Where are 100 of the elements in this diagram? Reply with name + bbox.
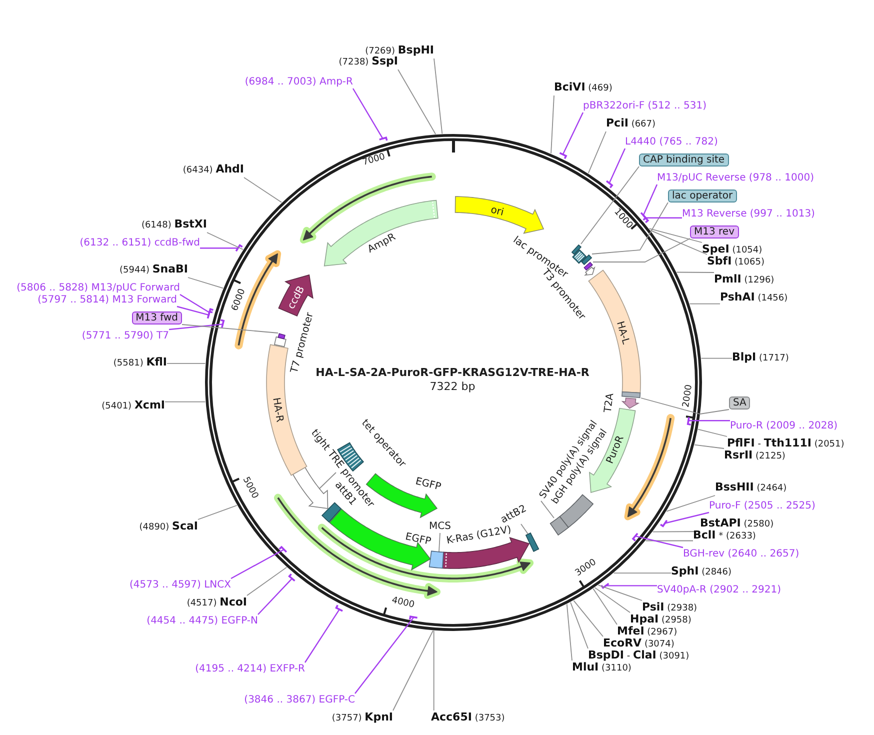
leader-line bbox=[392, 630, 434, 711]
feature-label: HA-L bbox=[612, 320, 631, 346]
site-label: PflFI - Tth111I (2051) bbox=[727, 436, 844, 452]
site-label: EcoRV (3074) bbox=[603, 636, 674, 652]
leader-line bbox=[580, 166, 640, 244]
primer-label: (5797 .. 5814) M13 Forward bbox=[38, 294, 177, 306]
leader-line bbox=[182, 324, 278, 334]
site-label: (7238) SspI bbox=[338, 54, 398, 70]
leader-line bbox=[606, 585, 657, 586]
leader-line bbox=[648, 228, 702, 243]
leader-line bbox=[244, 177, 282, 203]
leader-line bbox=[608, 148, 626, 184]
feature-tag: M13 fwd bbox=[132, 312, 182, 324]
leader-line bbox=[520, 524, 528, 534]
site-label: (5944) SnaBI bbox=[120, 262, 188, 278]
leader-line bbox=[168, 324, 223, 330]
leader-line bbox=[592, 588, 618, 625]
leader-line bbox=[645, 540, 694, 542]
scale-label: 4000 bbox=[390, 594, 416, 612]
feature-block bbox=[525, 532, 539, 552]
leader-line bbox=[198, 504, 238, 520]
feature-block bbox=[584, 262, 593, 271]
scale-label: 6000 bbox=[229, 287, 248, 313]
site-label: BspDI - ClaI (3091) bbox=[588, 648, 690, 664]
leader-line bbox=[550, 95, 554, 154]
leader-line bbox=[646, 217, 682, 218]
site-label: PsiI (2938) bbox=[642, 600, 698, 616]
primer-label: pBR322ori-F (512 .. 531) bbox=[583, 100, 706, 112]
feature-tag: M13 rev bbox=[690, 226, 738, 238]
leader-line bbox=[304, 609, 340, 663]
feature-label: ori bbox=[488, 204, 504, 220]
leader-line bbox=[570, 602, 588, 649]
feature-block bbox=[588, 270, 641, 393]
leader-line bbox=[352, 88, 384, 139]
site-label: SbfI (1065) bbox=[707, 254, 764, 270]
leader-line bbox=[398, 69, 436, 135]
leader-line bbox=[698, 428, 728, 437]
site-label: SpeI (1054) bbox=[702, 242, 762, 258]
leader-line bbox=[640, 398, 730, 414]
primer-label: M13/pUC Reverse (978 .. 1000) bbox=[657, 172, 814, 184]
feature-label: T7 promoter bbox=[289, 312, 316, 375]
feature-segment bbox=[455, 196, 544, 234]
leader-line bbox=[540, 500, 554, 518]
primer-label: (3846 .. 3867) EGFP-C bbox=[244, 694, 355, 706]
feature-tag: lac operator bbox=[668, 190, 737, 202]
primer-label: (5806 .. 5828) M13/pUC Forward bbox=[16, 282, 180, 294]
site-label: BssHII (2464) bbox=[715, 480, 787, 496]
primer-label: (4454 .. 4475) EGFP-N bbox=[146, 614, 258, 628]
promoter-segment bbox=[585, 267, 595, 276]
leader-line bbox=[434, 58, 443, 134]
primer-label: L4440 (765 .. 782) bbox=[625, 136, 718, 148]
leader-line bbox=[433, 630, 434, 711]
leader-line bbox=[588, 131, 606, 174]
site-label: PciI (667) bbox=[606, 116, 656, 132]
leader-line bbox=[258, 578, 292, 615]
site-label: HpaI (2958) bbox=[630, 612, 692, 628]
primer-label: Puro-F (2505 .. 2525) bbox=[709, 500, 816, 512]
site-label: (6148) BstXI bbox=[141, 218, 207, 232]
feature-block bbox=[550, 516, 569, 536]
leader-line bbox=[164, 401, 206, 402]
site-label: Acc65I (3753) bbox=[431, 710, 505, 726]
feature-label: EGFP bbox=[414, 476, 442, 494]
site-label: (5581) KflI bbox=[113, 356, 167, 370]
site-label: (4890) ScaI bbox=[139, 520, 198, 534]
feature-segment bbox=[622, 397, 639, 409]
site-label: MfeI (2967) bbox=[617, 624, 678, 640]
site-label: MluI (3110) bbox=[572, 660, 632, 676]
primer-label: Puro-R (2009 .. 2028) bbox=[730, 420, 838, 432]
scale-label: 7000 bbox=[361, 151, 387, 169]
feature-block bbox=[581, 254, 592, 265]
site-label: PmlI (1296) bbox=[714, 272, 774, 288]
leader-line bbox=[176, 306, 209, 316]
scale-label: 2000 bbox=[680, 384, 696, 408]
leader-line bbox=[566, 604, 572, 661]
leader-line bbox=[573, 600, 604, 637]
leader-line bbox=[166, 362, 206, 364]
leader-line bbox=[642, 184, 658, 216]
feature-block bbox=[571, 244, 581, 255]
leader-line bbox=[635, 536, 684, 548]
leader-line bbox=[354, 616, 414, 694]
leader-line bbox=[613, 572, 672, 574]
feature-block bbox=[278, 333, 285, 339]
leader-line bbox=[230, 549, 284, 580]
feature-label: T2A bbox=[602, 392, 618, 414]
site-label: PshAI (1456) bbox=[720, 290, 788, 306]
leader-line bbox=[666, 495, 716, 512]
site-label: RsrII (2125) bbox=[724, 448, 786, 464]
leader-line bbox=[592, 202, 668, 254]
feature-tag: CAP binding site bbox=[639, 154, 729, 166]
primer-label: (4573 .. 4597) LNCX bbox=[130, 578, 231, 592]
primer-label: (6984 .. 7003) Amp-R bbox=[244, 76, 353, 88]
feature-label: ccdB bbox=[286, 284, 308, 312]
leader-line bbox=[180, 294, 210, 313]
leader-line bbox=[200, 248, 238, 249]
site-label: (3757) KpnI bbox=[332, 710, 393, 726]
leader-line bbox=[694, 444, 724, 449]
site-label: (5401) XcmI bbox=[102, 398, 165, 414]
leader-line bbox=[438, 532, 440, 552]
scale-label: 5000 bbox=[240, 475, 261, 502]
site-label: BstAPI (2580) bbox=[700, 516, 774, 532]
